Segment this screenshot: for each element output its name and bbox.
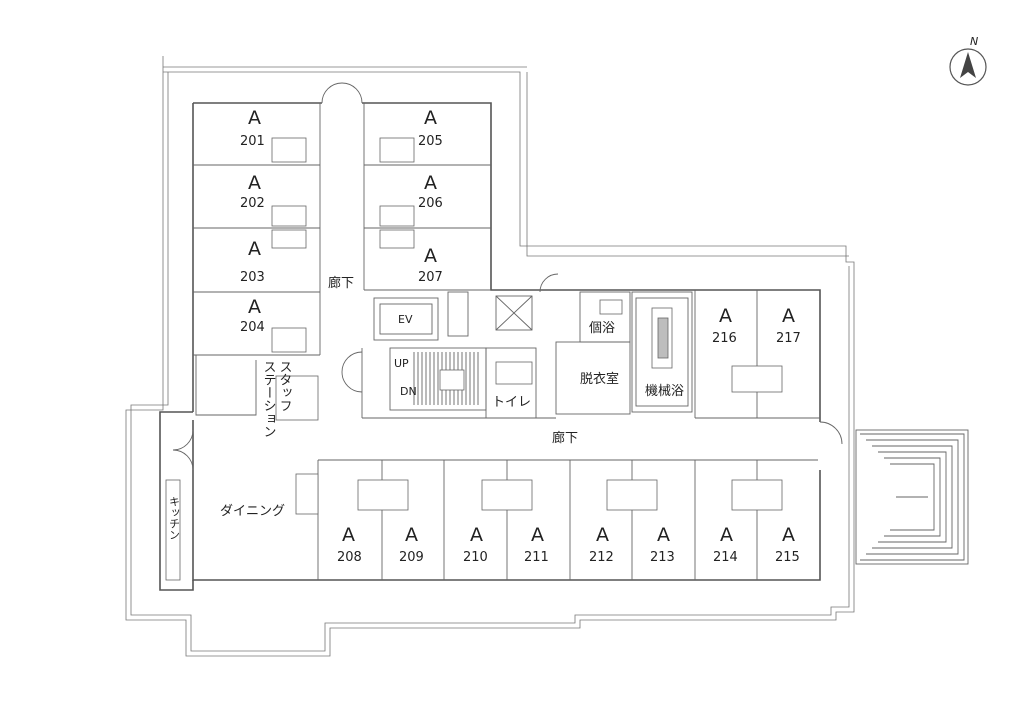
room-211: A 211 xyxy=(524,524,549,565)
room-212: A 212 xyxy=(589,524,614,565)
toilet-label: トイレ xyxy=(492,395,531,410)
kitchen-label: キッチン xyxy=(168,496,181,540)
svg-text:A: A xyxy=(782,524,795,546)
north-arrow-icon: N xyxy=(949,35,987,86)
room-201: A 201 xyxy=(240,107,265,149)
room-210: A 210 xyxy=(463,524,488,565)
svg-text:A: A xyxy=(248,172,261,194)
svg-text:212: 212 xyxy=(589,550,614,565)
svg-text:A: A xyxy=(657,524,670,546)
compass-label: N xyxy=(970,35,978,48)
svg-text:214: 214 xyxy=(713,550,738,565)
room-213: A 213 xyxy=(650,524,675,565)
svg-text:206: 206 xyxy=(418,196,443,211)
room-214: A 214 xyxy=(713,524,738,565)
svg-text:A: A xyxy=(424,107,437,129)
svg-text:216: 216 xyxy=(712,331,737,346)
dining-label: ダイニング xyxy=(220,504,285,519)
svg-text:A: A xyxy=(424,172,437,194)
room-207: A 207 xyxy=(418,245,443,285)
svg-text:208: 208 xyxy=(337,550,362,565)
machine-bath-label: 機械浴 xyxy=(645,384,684,399)
svg-text:203: 203 xyxy=(240,270,265,285)
staff-station-label-line2: ステーション xyxy=(261,360,276,438)
svg-text:A: A xyxy=(248,296,261,318)
room-205: A 205 xyxy=(418,107,443,149)
svg-text:215: 215 xyxy=(775,550,800,565)
svg-text:204: 204 xyxy=(240,320,265,335)
corridor-upper-label: 廊下 xyxy=(328,275,354,291)
svg-text:211: 211 xyxy=(524,550,549,565)
room-fixtures xyxy=(165,137,783,581)
svg-text:A: A xyxy=(782,305,795,327)
room-206: A 206 xyxy=(418,172,443,211)
svg-text:A: A xyxy=(248,238,261,260)
svg-text:A: A xyxy=(424,245,437,267)
room-204: A 204 xyxy=(240,296,265,335)
svg-text:209: 209 xyxy=(399,550,424,565)
svg-text:201: 201 xyxy=(240,134,265,149)
changing-room-label: 脱衣室 xyxy=(580,371,619,387)
room-216: A 216 xyxy=(712,305,737,346)
stair-treads xyxy=(413,352,479,405)
room-217: A 217 xyxy=(776,305,801,346)
balcony-railing xyxy=(125,56,855,657)
building-walls xyxy=(159,102,821,591)
svg-text:A: A xyxy=(342,524,355,546)
svg-text:210: 210 xyxy=(463,550,488,565)
svg-text:A: A xyxy=(719,305,732,327)
elevator-label: EV xyxy=(398,313,413,326)
private-bath-label: 個浴 xyxy=(589,321,615,336)
svg-text:A: A xyxy=(596,524,609,546)
svg-text:A: A xyxy=(405,524,418,546)
stairs-up-label: UP xyxy=(394,357,409,370)
svg-text:202: 202 xyxy=(240,196,265,211)
doors xyxy=(172,82,843,471)
east-deck xyxy=(855,429,969,565)
svg-text:A: A xyxy=(470,524,483,546)
staff-station-label-line1: スタッフ xyxy=(277,360,292,412)
svg-text:A: A xyxy=(248,107,261,129)
room-209: A 209 xyxy=(399,524,424,565)
svg-text:217: 217 xyxy=(776,331,801,346)
corridor-lower-label: 廊下 xyxy=(552,430,578,446)
stairs-down-label: DN xyxy=(400,385,417,398)
svg-text:A: A xyxy=(720,524,733,546)
room-203: A 203 xyxy=(240,238,265,285)
room-208: A 208 xyxy=(337,524,362,565)
svg-text:A: A xyxy=(531,524,544,546)
svg-text:207: 207 xyxy=(418,270,443,285)
svg-text:213: 213 xyxy=(650,550,675,565)
svg-text:205: 205 xyxy=(418,134,443,149)
room-202: A 202 xyxy=(240,172,265,211)
room-215: A 215 xyxy=(775,524,800,565)
